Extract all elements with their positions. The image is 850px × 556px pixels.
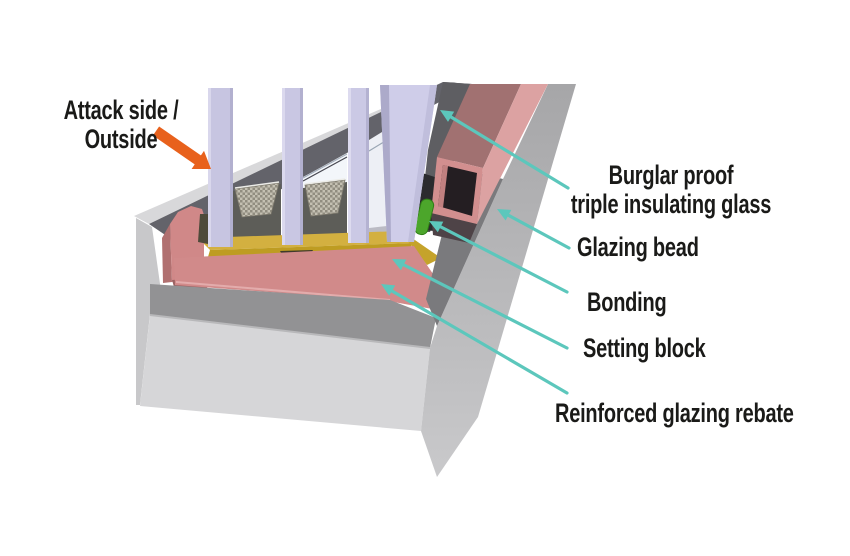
- callout-arrows: [381, 110, 571, 395]
- glass-pane-3: [348, 88, 369, 243]
- attack-side-label: Attack side / Outside: [47, 96, 195, 154]
- triple-glass-label-line1: Burglar proof: [608, 160, 734, 190]
- setting-block-label: Setting block: [583, 333, 706, 363]
- glass-pane-4: [380, 85, 437, 242]
- edge-spacer: [233, 178, 347, 240]
- callout-arrow-setting-block: [392, 259, 569, 350]
- attack-side-label-line1: Attack side /: [63, 95, 179, 125]
- spacer-desiccant-1: [234, 182, 280, 218]
- triple-glass-label: Burglar proof triple insulating glass: [560, 161, 782, 219]
- spacer-desiccant-2: [304, 179, 346, 217]
- sill-top-surface: [421, 84, 576, 477]
- callout-arrow-bonding: [429, 221, 569, 294]
- bead-under-shadow: [431, 212, 477, 243]
- glass-pane-1: [208, 88, 233, 247]
- frame-front-face: [140, 315, 430, 431]
- callout-arrow-glazing-bead: [497, 209, 571, 250]
- bonding-bead: [414, 198, 435, 236]
- attack-side-label-line2: Outside: [84, 124, 158, 154]
- callout-arrow-rebate: [381, 284, 569, 395]
- glass-panes: [208, 85, 437, 247]
- frame-left-face: [136, 218, 162, 405]
- glazing-bead-label: Glazing bead: [577, 232, 699, 262]
- triple-glass-label-line2: triple insulating glass: [570, 189, 772, 219]
- rebate-shadow: [198, 214, 208, 244]
- glass-pane-2: [282, 88, 303, 245]
- glazing-rebate: [162, 206, 448, 310]
- frame-ledge: [150, 284, 436, 348]
- callout-arrow-glass: [440, 110, 570, 190]
- attack-arrow: [152, 126, 211, 169]
- rebate-label: Reinforced glazing rebate: [555, 398, 794, 428]
- bonding-label: Bonding: [587, 287, 667, 317]
- frame-sill: [140, 84, 576, 477]
